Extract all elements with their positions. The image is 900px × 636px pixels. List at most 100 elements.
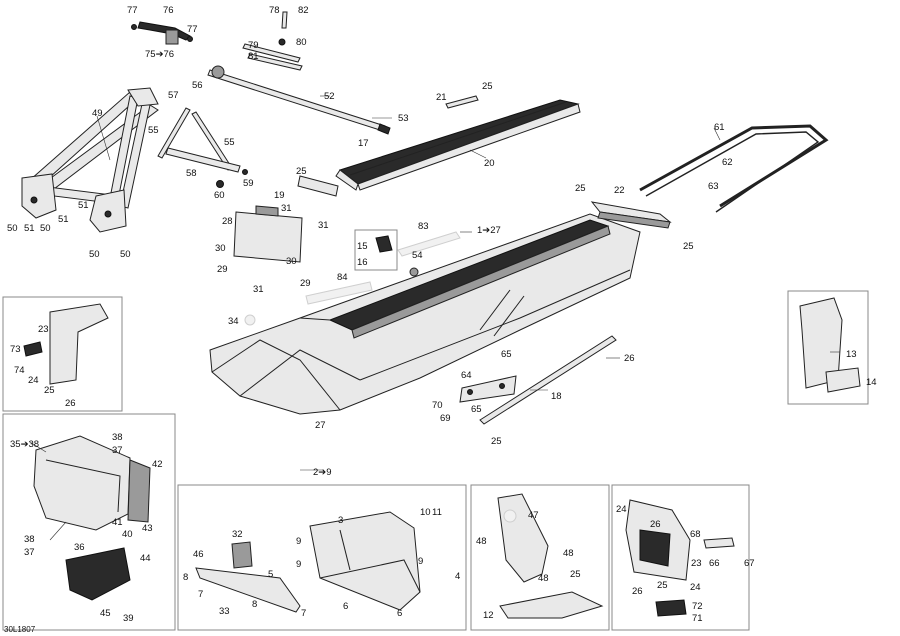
callout-51c: 51 bbox=[78, 200, 89, 211]
callout-27: 27 bbox=[315, 420, 326, 431]
callout-64: 64 bbox=[461, 370, 472, 381]
callout-28: 28 bbox=[222, 216, 233, 227]
part-heat-exchanger-83 bbox=[397, 231, 461, 257]
callout-53: 53 bbox=[398, 113, 409, 124]
callout-70: 70 bbox=[432, 400, 443, 411]
callout-18: 18 bbox=[551, 391, 562, 402]
callout-37a: 37 bbox=[112, 445, 123, 456]
callout-9b: 9 bbox=[296, 559, 301, 570]
callout-13: 13 bbox=[846, 349, 857, 360]
callout-6b: 6 bbox=[397, 608, 402, 619]
callout-10: 10 bbox=[420, 507, 431, 518]
inset-box-steering-support bbox=[470, 484, 610, 631]
part-steering-support-47 bbox=[497, 493, 549, 583]
part-front-suspension-35-43 bbox=[33, 435, 151, 601]
callout-26-f1: 26 bbox=[650, 519, 661, 530]
callout-12: 12 bbox=[483, 610, 494, 621]
callout-73: 73 bbox=[10, 344, 21, 355]
callout-49: 49 bbox=[92, 108, 103, 119]
part-running-board-rail-20 bbox=[335, 99, 581, 191]
part-heat-exchanger-84 bbox=[305, 281, 373, 305]
callout-72: 72 bbox=[692, 601, 703, 612]
callout-9a: 9 bbox=[296, 536, 301, 547]
inset-box-left-bracket bbox=[2, 296, 123, 412]
callout-48b: 48 bbox=[563, 548, 574, 559]
part-front-frame-49 bbox=[21, 87, 159, 233]
callout-74: 74 bbox=[14, 365, 25, 376]
part-skid-plate-12 bbox=[499, 591, 604, 619]
callout-25-l: 25 bbox=[44, 385, 55, 396]
callout-29a: 29 bbox=[217, 264, 228, 275]
callout-65b: 65 bbox=[471, 404, 482, 415]
callout-48c: 48 bbox=[538, 573, 549, 584]
callout-61: 61 bbox=[714, 122, 725, 133]
part-bracket-23-left bbox=[23, 303, 109, 385]
callout-82: 82 bbox=[298, 5, 309, 16]
callout-62: 62 bbox=[722, 157, 733, 168]
callout-34: 34 bbox=[228, 316, 239, 327]
callout-4: 4 bbox=[455, 571, 460, 582]
part-upper-steering-bracket bbox=[131, 21, 193, 45]
callout-65a: 65 bbox=[501, 349, 512, 360]
callout-17: 17 bbox=[358, 138, 369, 149]
part-rail-18 bbox=[479, 335, 617, 425]
drawing-code: 30L1807 bbox=[4, 625, 36, 634]
callout-79: 79 bbox=[248, 40, 259, 51]
callout-23-f: 23 bbox=[691, 558, 702, 569]
part-footrest-bracket-22 bbox=[590, 201, 672, 229]
callout-50d: 50 bbox=[120, 249, 131, 260]
callout-26-r: 26 bbox=[624, 353, 635, 364]
callout-42: 42 bbox=[152, 459, 163, 470]
callout-36: 36 bbox=[74, 542, 85, 553]
callout-20: 20 bbox=[484, 158, 495, 169]
leader-lines bbox=[29, 95, 840, 541]
callout-25-s: 25 bbox=[570, 569, 581, 580]
callout-43: 43 bbox=[142, 523, 153, 534]
callout-31a: 31 bbox=[281, 203, 292, 214]
callout-44: 44 bbox=[140, 553, 151, 564]
callout-68: 68 bbox=[690, 529, 701, 540]
callout-24-f2: 24 bbox=[690, 582, 701, 593]
callout-57: 57 bbox=[168, 90, 179, 101]
callout-7a: 7 bbox=[198, 589, 203, 600]
part-chassis-tunnel bbox=[209, 213, 641, 415]
callout-24-f1: 24 bbox=[616, 504, 627, 515]
callout-6a: 6 bbox=[343, 601, 348, 612]
callout-1-27: 1➔27 bbox=[477, 225, 501, 236]
callout-38a: 38 bbox=[112, 432, 123, 443]
callout-66: 66 bbox=[709, 558, 720, 569]
callout-30a: 30 bbox=[215, 243, 226, 254]
callout-56: 56 bbox=[192, 80, 203, 91]
callout-40: 40 bbox=[122, 529, 133, 540]
callout-46: 46 bbox=[193, 549, 204, 560]
callout-25-f: 25 bbox=[657, 580, 668, 591]
callout-25-top: 25 bbox=[482, 81, 493, 92]
callout-19: 19 bbox=[274, 190, 285, 201]
inset-box-front-suspension bbox=[2, 413, 176, 631]
callout-69: 69 bbox=[440, 413, 451, 424]
part-plate-64 bbox=[459, 375, 517, 403]
callout-3: 3 bbox=[338, 515, 343, 526]
part-panel-28 bbox=[233, 205, 303, 263]
callout-23-l: 23 bbox=[38, 324, 49, 335]
callout-33: 33 bbox=[219, 606, 230, 617]
callout-25-r1: 25 bbox=[575, 183, 586, 194]
callout-75-76: 75➔76 bbox=[145, 49, 174, 60]
callout-50c: 50 bbox=[89, 249, 100, 260]
callout-26-l: 26 bbox=[65, 398, 76, 409]
part-footrest-assembly bbox=[625, 499, 735, 617]
callout-24-l: 24 bbox=[28, 375, 39, 386]
callout-35-38: 35➔38 bbox=[10, 439, 39, 450]
callout-15: 15 bbox=[357, 241, 368, 252]
callout-5: 5 bbox=[268, 569, 273, 580]
callout-50b: 50 bbox=[40, 223, 51, 234]
inset-box-rail-assembly bbox=[177, 484, 467, 631]
callout-55b: 55 bbox=[224, 137, 235, 148]
callout-29b: 29 bbox=[300, 278, 311, 289]
callout-55a: 55 bbox=[148, 125, 159, 136]
callout-32: 32 bbox=[232, 529, 243, 540]
callout-81: 81 bbox=[248, 51, 259, 62]
inset-box-15-16 bbox=[354, 229, 398, 271]
part-rear-bumper-61 bbox=[639, 124, 829, 213]
